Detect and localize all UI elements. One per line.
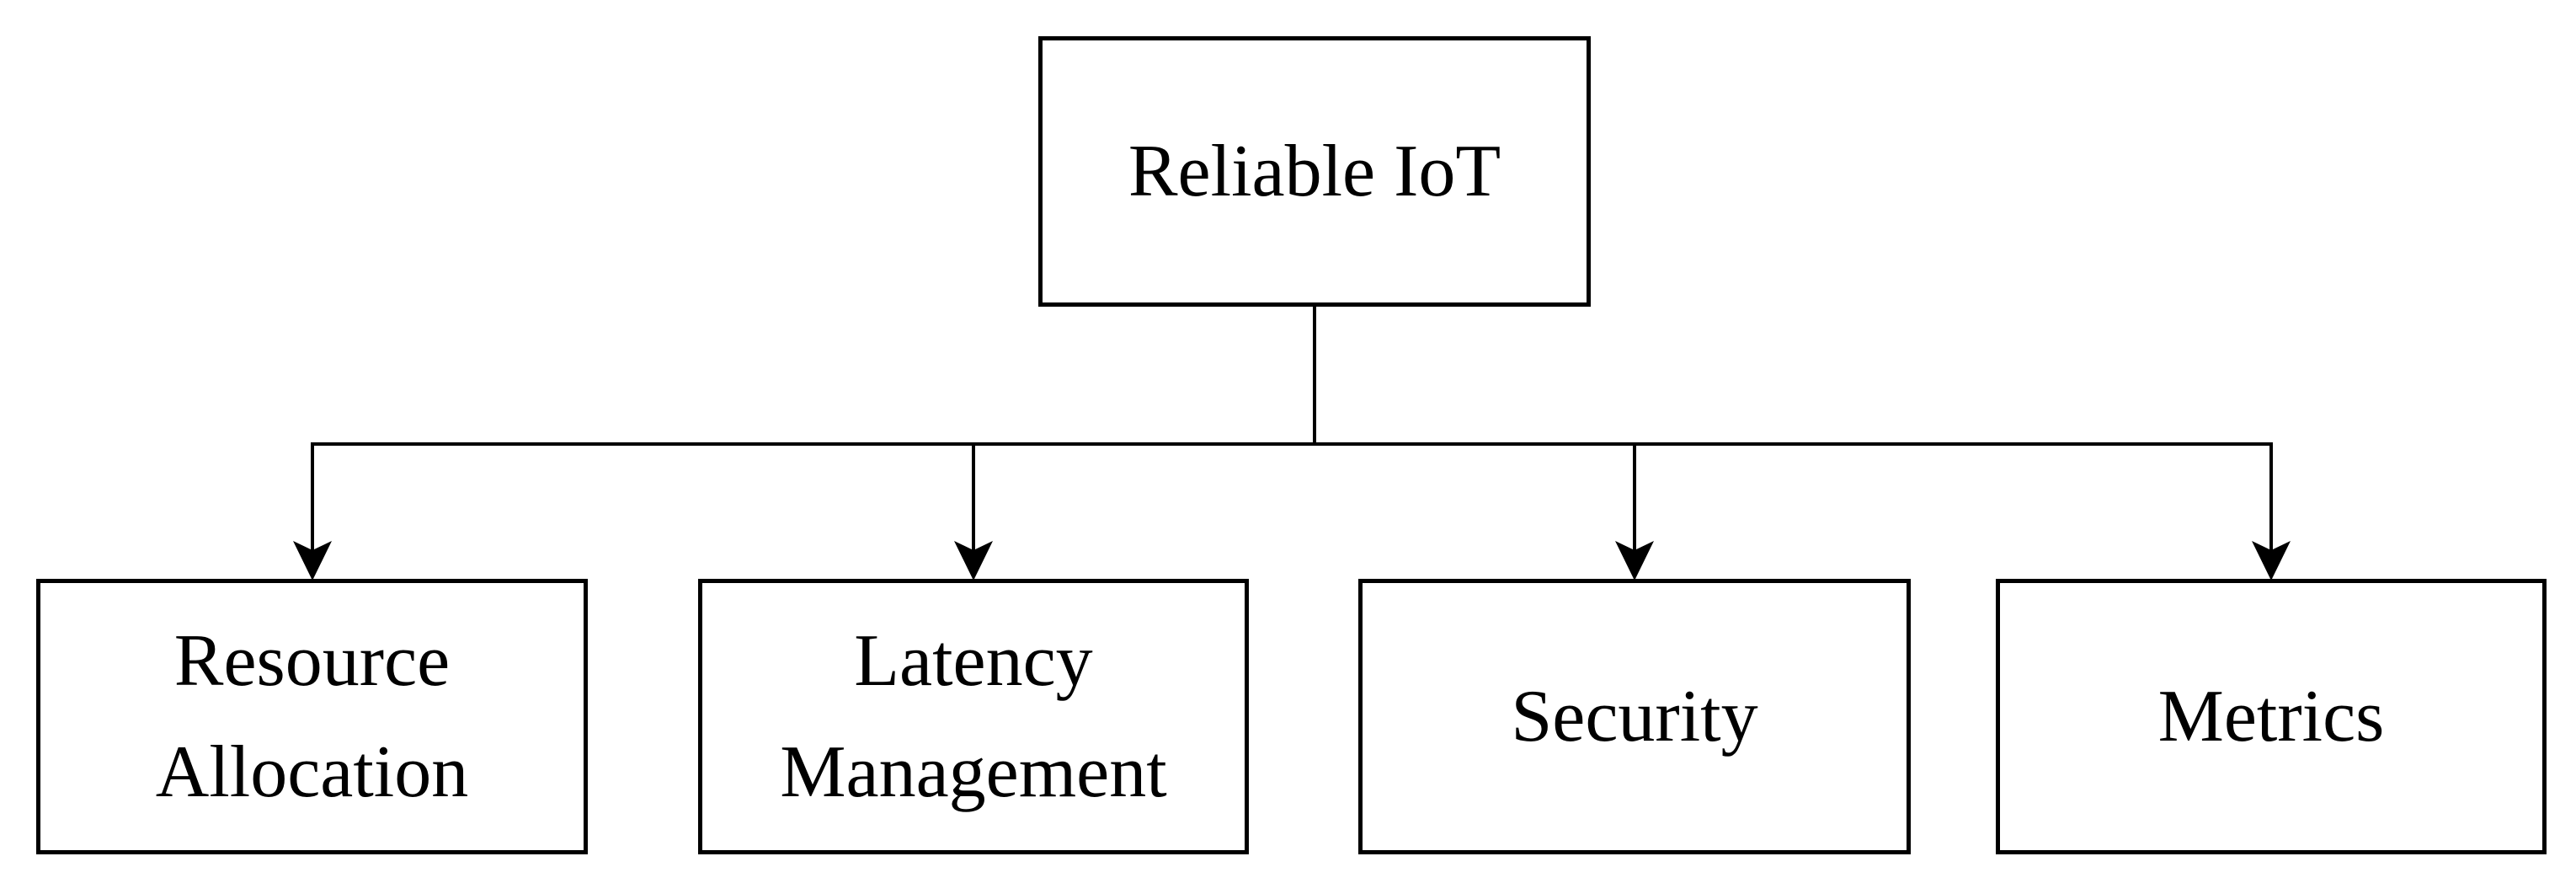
- arrowhead-icon: [954, 541, 993, 581]
- node-label: Latency Management: [780, 619, 1167, 813]
- arrowhead-icon: [1615, 541, 1654, 581]
- node-resource-allocation: Resource Allocation: [36, 579, 588, 854]
- arrowhead-icon: [2252, 541, 2291, 581]
- node-metrics: Metrics: [1996, 579, 2547, 854]
- node-label: Resource Allocation: [155, 619, 469, 813]
- node-label: Metrics: [2157, 675, 2385, 757]
- node-latency-management: Latency Management: [698, 579, 1249, 854]
- node-reliable-iot: Reliable IoT: [1038, 36, 1591, 307]
- arrowhead-icon: [293, 541, 332, 581]
- node-label: Reliable IoT: [1128, 130, 1501, 212]
- node-label: Security: [1511, 675, 1758, 757]
- node-security: Security: [1358, 579, 1911, 854]
